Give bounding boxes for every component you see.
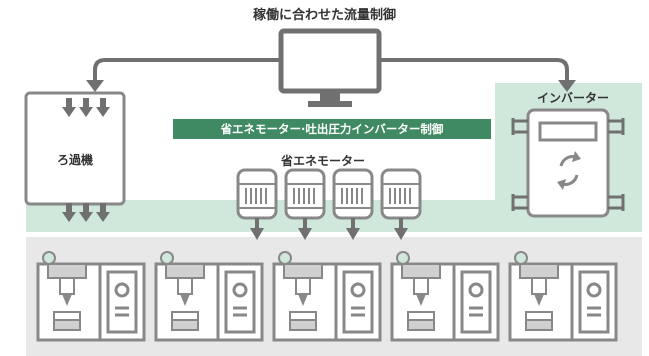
inverter-label: インバーター (536, 91, 609, 105)
motor-icon (332, 168, 374, 240)
energy-saving-banner: 省エネモーター·吐出圧力インバーター制御 (173, 119, 491, 139)
control-arrow-right (379, 58, 576, 92)
motor-icon (284, 168, 326, 240)
control-arrow-left (86, 58, 281, 92)
motor-icon (380, 168, 422, 240)
machine-tool-icon (154, 251, 264, 342)
monitor-icon (278, 28, 382, 107)
diagram-title: 稼働に合わせた流量制御 (252, 8, 396, 23)
machine-tool-icon (508, 251, 618, 342)
filter-label: ろ過機 (56, 153, 93, 167)
filter-unit-icon (24, 91, 126, 222)
inverter-icon (511, 108, 625, 218)
machine-tool-icon (390, 251, 500, 342)
machine-tool-icon (272, 251, 382, 342)
motor-label: 省エネモーター (280, 154, 365, 168)
motor-icon (236, 168, 278, 240)
machine-tool-icon (36, 251, 146, 342)
